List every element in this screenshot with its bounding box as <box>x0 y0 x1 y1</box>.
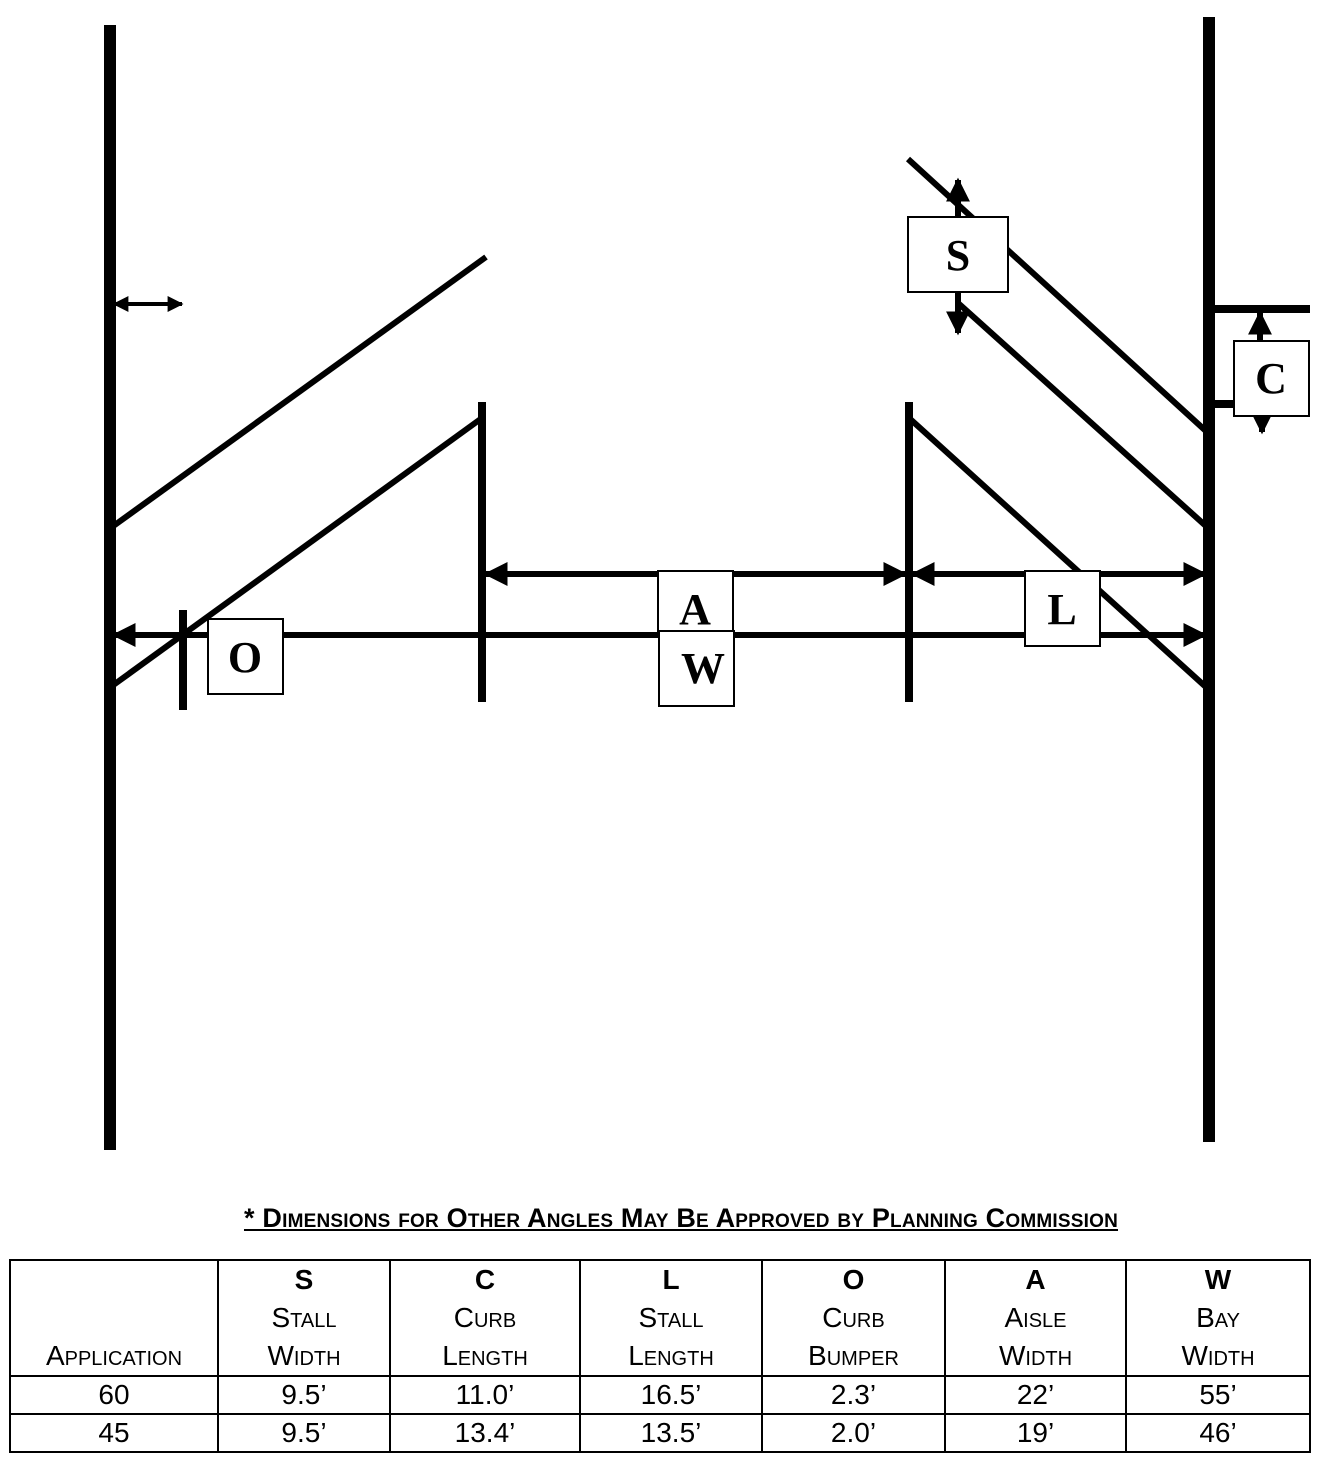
table-row: 60 9.5’ 11.0’ 16.5’ 2.3’ 22’ 55’ <box>9 1375 1311 1415</box>
cell-value: 2.0’ <box>761 1413 946 1453</box>
cell-value: 16.5’ <box>579 1375 763 1415</box>
cell-value: 9.5’ <box>217 1413 391 1453</box>
right-stall-line-middle <box>955 300 1210 530</box>
header-application: Application <box>9 1259 219 1377</box>
label-w-box: W <box>658 630 735 707</box>
cell-application: 60 <box>9 1375 219 1415</box>
label-a: A <box>679 585 711 634</box>
cell-value: 55’ <box>1125 1375 1311 1415</box>
cell-value: 2.3’ <box>761 1375 946 1415</box>
label-c-box: C <box>1233 340 1310 417</box>
label-o-box: O <box>207 618 284 695</box>
label-w: W <box>681 644 725 693</box>
cell-value: 13.5’ <box>579 1413 763 1453</box>
cell-value: 22’ <box>944 1375 1127 1415</box>
label-o: O <box>228 633 262 682</box>
label-l: L <box>1047 585 1076 634</box>
label-a-box: A <box>657 570 734 634</box>
cell-value: 9.5’ <box>217 1375 391 1415</box>
cell-value: 11.0’ <box>389 1375 581 1415</box>
cell-value: 19’ <box>944 1413 1127 1453</box>
table-row: 45 9.5’ 13.4’ 13.5’ 2.0’ 19’ 46’ <box>9 1413 1311 1453</box>
label-s-box: S <box>907 216 1009 293</box>
parking-layout-diagram: S C A W L O <box>104 17 1310 1150</box>
cell-application: 45 <box>9 1413 219 1453</box>
cell-value: 13.4’ <box>389 1413 581 1453</box>
label-l-box: L <box>1024 570 1101 647</box>
footnote: * Dimensions for Other Angles May Be App… <box>243 1203 1119 1233</box>
label-s: S <box>946 231 970 280</box>
left-stall-line-lower <box>110 415 484 689</box>
left-stall-line-upper <box>110 254 488 530</box>
label-c: C <box>1255 354 1287 403</box>
right-stall-line-lower <box>906 415 1210 691</box>
cell-value: 46’ <box>1125 1413 1311 1453</box>
